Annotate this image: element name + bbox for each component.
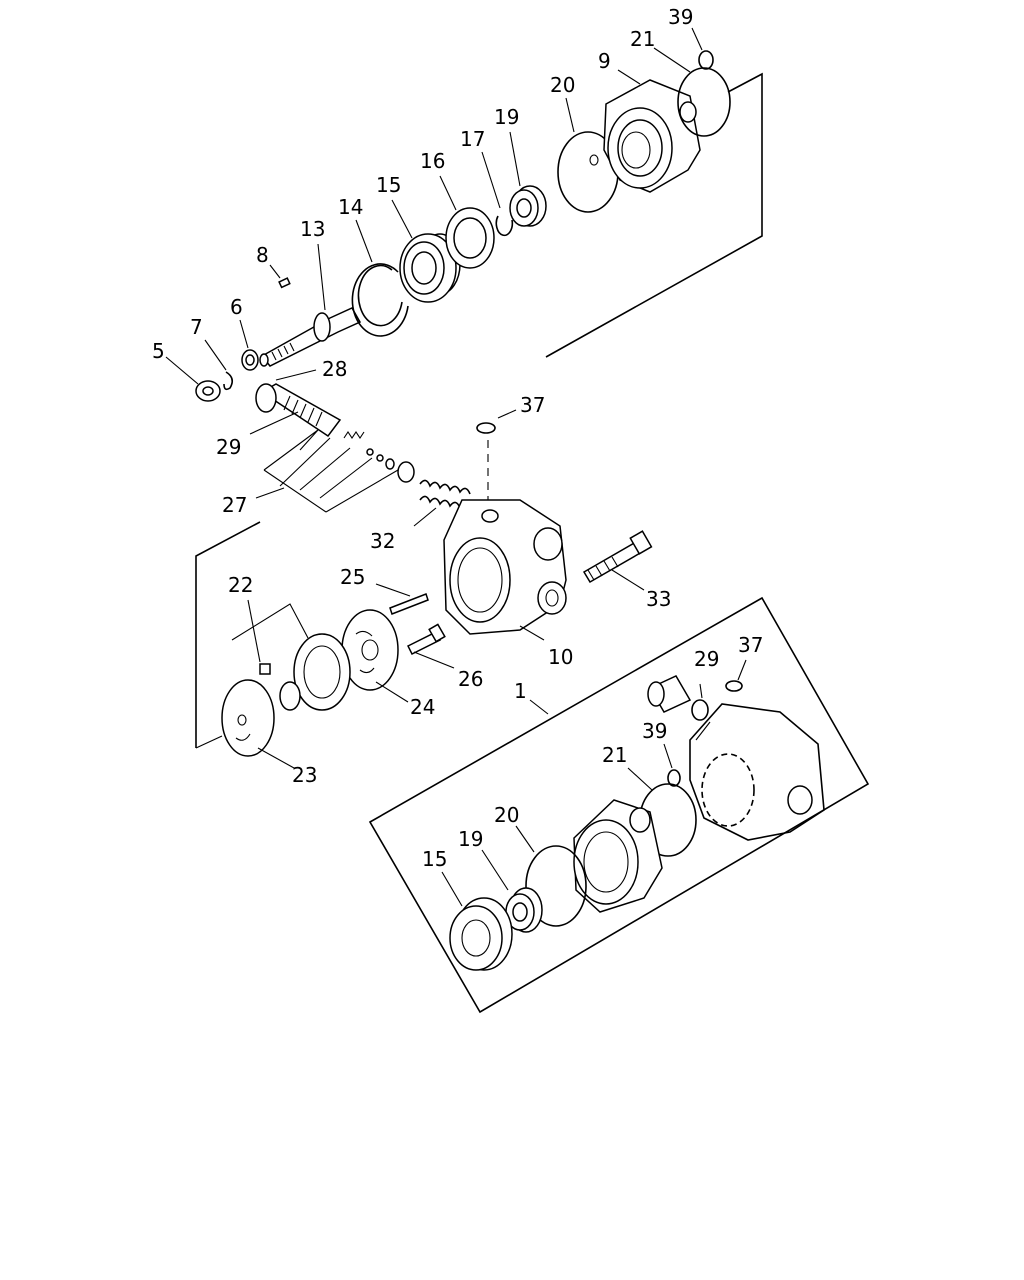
callout-25: 25	[340, 565, 365, 589]
callout-39: 39	[668, 5, 693, 29]
kit-part-37-plug	[725, 659, 747, 692]
part-5-nut	[165, 356, 221, 402]
callout-23: 23	[292, 763, 317, 787]
callout-32: 32	[370, 529, 395, 553]
kit-callout-29: 29	[694, 647, 719, 671]
callout-21: 21	[630, 27, 655, 51]
callout-1: 1	[514, 679, 527, 703]
callout-17: 17	[460, 127, 485, 151]
callout-labels: 5 7 6 8 13 14 15 16 17 19 20 9 21 39 28 …	[152, 5, 763, 871]
kit-part-39-small-o-ring	[663, 743, 681, 787]
kit-callout-20: 20	[494, 803, 519, 827]
part-37-plug	[476, 409, 517, 500]
kit-1-bracket	[368, 596, 870, 1014]
callout-22: 22	[228, 573, 253, 597]
callout-8: 8	[256, 243, 269, 267]
callout-16: 16	[420, 149, 445, 173]
callout-10: 10	[548, 645, 573, 669]
part-27-valve-internals	[255, 429, 415, 513]
part-25-pin	[375, 583, 429, 615]
callout-5: 5	[152, 339, 165, 363]
callout-13: 13	[300, 217, 325, 241]
callout-15: 15	[376, 173, 401, 197]
kit-callout-39: 39	[642, 719, 667, 743]
part-19-bearing	[509, 131, 547, 227]
part-10-pump-body	[443, 499, 567, 641]
part-13-shaft	[259, 243, 362, 367]
part-9-cover	[603, 69, 701, 193]
part-33-bolt	[582, 530, 653, 591]
callout-20: 20	[550, 73, 575, 97]
callout-19: 19	[494, 105, 519, 129]
callout-24: 24	[410, 695, 435, 719]
kit-callout-37: 37	[738, 633, 763, 657]
kit-part-15-bearing	[441, 871, 513, 971]
callout-26: 26	[458, 667, 483, 691]
callout-6: 6	[230, 295, 243, 319]
callout-28: 28	[322, 357, 347, 381]
kit-callout-21: 21	[602, 743, 627, 767]
part-8-key	[269, 264, 291, 289]
part-22-cam-ring	[231, 599, 351, 711]
kit-pump-body-outline	[689, 703, 825, 841]
callout-14: 14	[338, 195, 363, 219]
part-17-clip	[481, 151, 514, 237]
part-14-snap-ring	[351, 219, 409, 337]
callout-37: 37	[520, 393, 545, 417]
kit-part-29-valve	[647, 675, 709, 721]
part-7-clip	[204, 339, 234, 391]
kit-callout-19: 19	[458, 827, 483, 851]
callout-27: 27	[222, 493, 247, 517]
part-23-end-plate	[195, 679, 295, 769]
part-28-relief-valve	[249, 369, 342, 438]
kit-part-19-bearing	[481, 849, 543, 933]
kit-callout-15: 15	[422, 847, 447, 871]
callout-33: 33	[646, 587, 671, 611]
kit-cover	[573, 799, 663, 913]
callout-9: 9	[598, 49, 611, 73]
callout-29: 29	[216, 435, 241, 459]
part-16-washer	[439, 175, 495, 269]
callout-7: 7	[190, 315, 203, 339]
part-26-bolt	[406, 623, 455, 669]
part-39-small-o-ring	[691, 27, 714, 70]
upper-group-bracket	[195, 72, 763, 748]
part-24-side-plate	[341, 609, 409, 703]
part-6-washer	[239, 319, 259, 371]
kit-part-20-o-ring	[515, 825, 587, 927]
part-15-bearing	[391, 199, 461, 303]
